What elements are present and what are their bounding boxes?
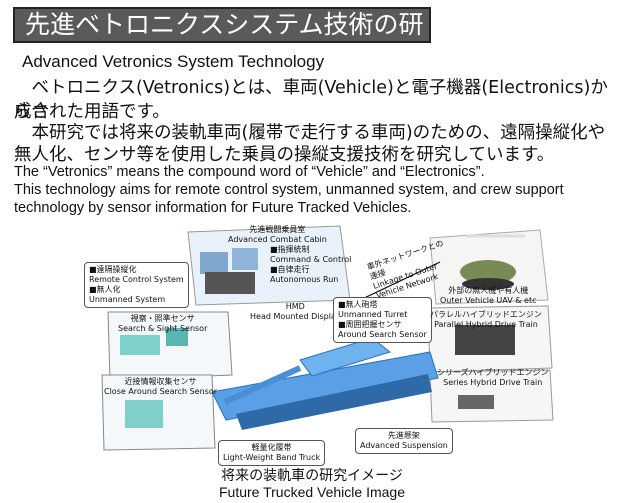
parallel-engine xyxy=(455,325,515,355)
cabin-en: Advanced Combat Cabin xyxy=(228,235,327,244)
subtitle: Advanced Vetronics System Technology xyxy=(22,52,325,71)
auto-en: Autonomous Run xyxy=(270,275,339,284)
unmanned-jp: ■無人化 xyxy=(89,285,121,294)
ugv-wheels xyxy=(462,278,514,290)
cmd-en: Command & Control xyxy=(270,255,352,264)
tank-track xyxy=(236,374,432,430)
hmd-label: HMD Head Mounted Display xyxy=(250,302,341,322)
close-box xyxy=(125,400,163,428)
suspension-box: 先進懸架 Advanced Suspension xyxy=(355,428,453,454)
cabin-jp: 先進戦闘乗員室 xyxy=(249,225,306,234)
series-engine xyxy=(458,395,494,409)
series-label: シリーズハイブリッドエンジン Series Hybrid Drive Train xyxy=(437,368,548,388)
body-jp-line-2: 成された用語です。 xyxy=(14,102,170,122)
turret-jp: ■無人砲塔 xyxy=(338,300,378,309)
outer-jp: 外部の無人機や有人機 xyxy=(448,286,529,295)
body-jp-line-1: ベトロニクス(Vetronics)とは、車両(Vehicle)と電子機器(Ele… xyxy=(14,78,608,122)
turret-box: ■無人砲塔 Unmanned Turret ■周囲把握センサ Around Se… xyxy=(333,297,432,343)
sight-box xyxy=(120,335,160,355)
outer-en: Outer Vehicle UAV & etc xyxy=(440,296,537,305)
close-jp: 近接情報収集センサ xyxy=(124,377,197,386)
hmd-jp: HMD xyxy=(285,302,305,311)
tank-gun xyxy=(223,365,302,405)
susp-en: Advanced Suspension xyxy=(360,441,448,450)
cabin-screen-1 xyxy=(200,252,228,274)
body-jp-line-3: 本研究では将来の装軌車両(履帯で走行する車両)のための、遠隔操縦化や xyxy=(14,123,606,143)
sight-box-2 xyxy=(166,328,188,346)
body-en-line-3: technology by sensor information for Fut… xyxy=(14,200,412,216)
remote-jp: ■遠隔操縦化 xyxy=(89,265,137,274)
body-en-line-2: This technology aims for remote control … xyxy=(14,182,564,198)
outer-label: 外部の無人機や有人機 Outer Vehicle UAV & etc xyxy=(440,286,536,306)
remote-box: ■遠隔操縦化 Remote Control System ■無人化 Unmann… xyxy=(84,262,189,308)
ugv-shape xyxy=(460,260,516,284)
close-en: Close Around Search Sensor xyxy=(104,387,218,396)
body-jp-line-4: 無人化、センサ等を使用した乗員の操縦支援技術を研究しています。 xyxy=(14,145,555,165)
around-en: Around Search Sensor xyxy=(338,330,427,339)
band-jp: 軽量化履帯 xyxy=(251,443,292,452)
cabin-seats xyxy=(205,272,255,294)
turret-en: Unmanned Turret xyxy=(338,310,408,319)
cmd-jp: ■指揮統制 xyxy=(270,245,310,254)
tank-turret xyxy=(299,337,392,377)
page-title: 先進ベトロニクスシステム技術の研究 xyxy=(13,7,431,71)
body-en-line-1: The “Vetronics” means the compound word … xyxy=(14,164,485,180)
caption-jp: 将来の装軌車の研究イメージ xyxy=(221,468,403,484)
sight-jp: 視察・照準センサ xyxy=(130,314,195,323)
cabin-label: 先進戦闘乗員室 Advanced Combat Cabin xyxy=(228,225,327,245)
parallel-en: Parallel Hybrid Drive Train xyxy=(434,320,538,329)
band-en: Light-Weight Band Truck xyxy=(223,453,321,462)
remote-en: Remote Control System xyxy=(89,275,184,284)
parallel-label: パラレルハイブリッドエンジン Parallel Hybrid Drive Tra… xyxy=(430,310,542,330)
band-box: 軽量化履帯 Light-Weight Band Truck xyxy=(218,440,326,466)
parallel-jp: パラレルハイブリッドエンジン xyxy=(430,310,542,319)
hmd-en: Head Mounted Display xyxy=(250,312,341,321)
caption-en: Future Trucked Vehicle Image xyxy=(219,484,405,500)
series-en: Series Hybrid Drive Train xyxy=(443,378,543,387)
tank-hull xyxy=(211,351,439,421)
susp-jp: 先進懸架 xyxy=(387,431,420,440)
close-label: 近接情報収集センサ Close Around Search Sensor xyxy=(104,377,217,397)
sight-en: Search & Sight Sensor xyxy=(118,324,208,333)
around-jp: ■周囲把握センサ xyxy=(338,320,402,329)
command-label: ■指揮統制 Command & Control ■自律走行 Autonomous… xyxy=(270,245,351,285)
vehicle-diagram xyxy=(101,225,554,451)
sight-label: 視察・照準センサ Search & Sight Sensor xyxy=(118,314,207,334)
network-arrow xyxy=(359,261,441,301)
unmanned-en: Unmanned System xyxy=(89,295,166,304)
cabin-screen-2 xyxy=(232,248,258,270)
series-jp: シリーズハイブリッドエンジン xyxy=(437,368,549,377)
auto-jp: ■自律走行 xyxy=(270,265,310,274)
